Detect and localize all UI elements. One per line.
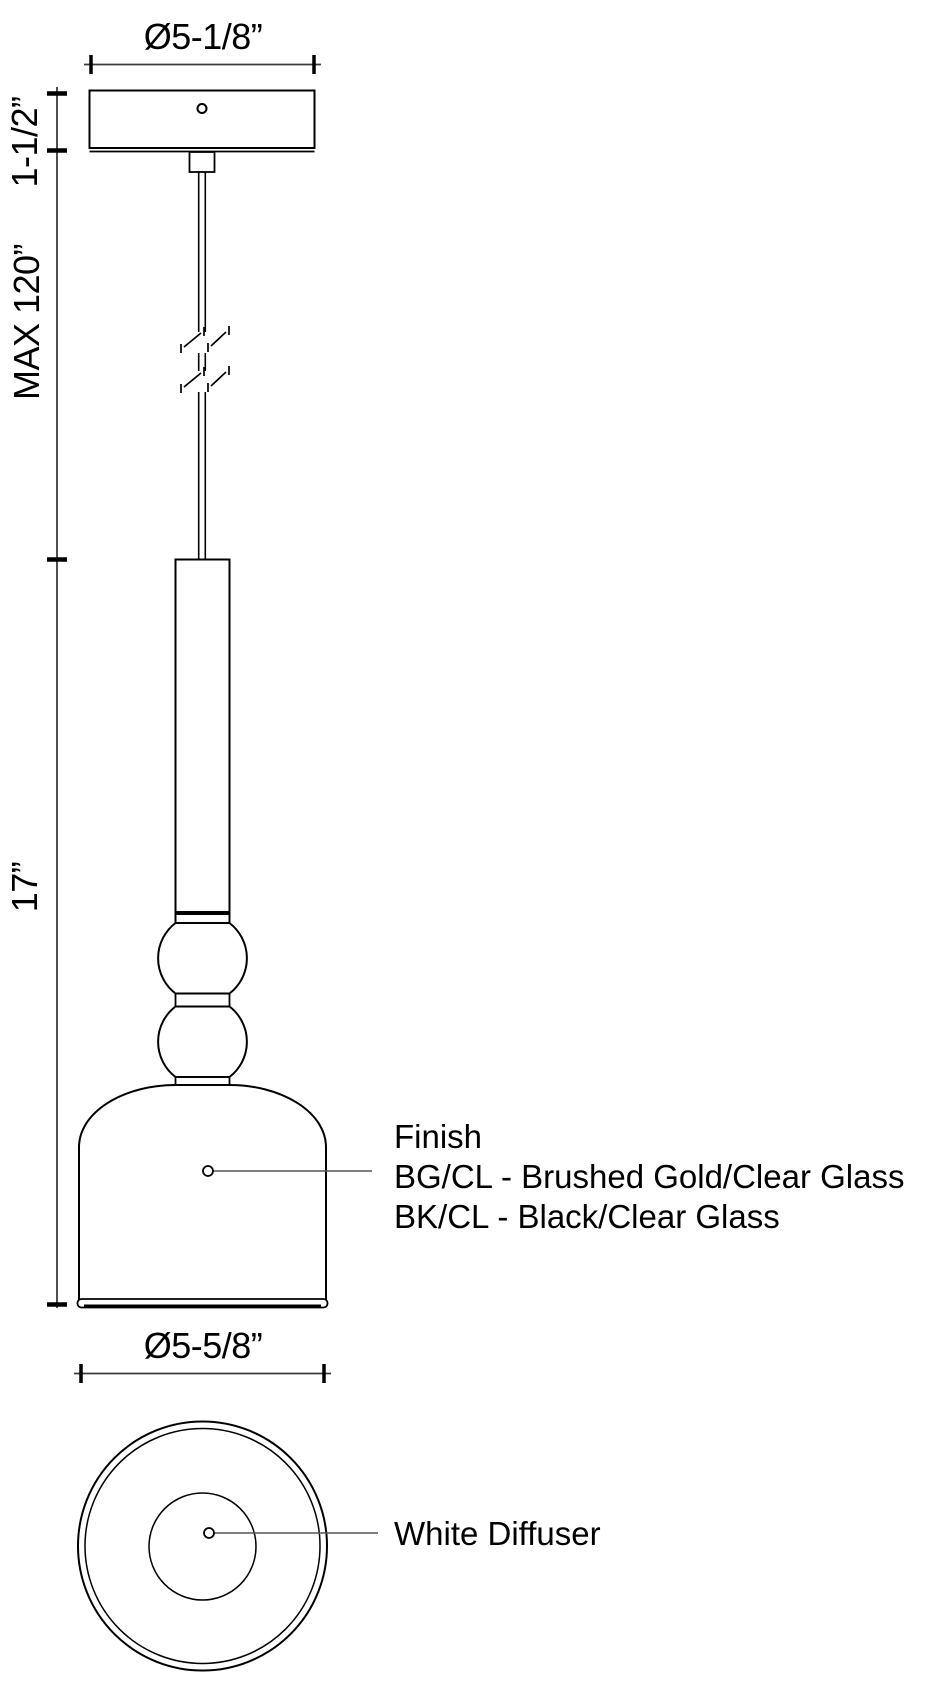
cable-break-mark-upper: [180, 326, 230, 353]
finish-label-title: Finish: [394, 1118, 482, 1155]
finish-option-black: BK/CL - Black/Clear Glass: [394, 1198, 780, 1235]
canopy-diameter-dimension-text: Ø5-1/8”: [144, 16, 263, 57]
ceiling-canopy: [88, 89, 316, 149]
lower-sphere: [157, 1005, 248, 1078]
cable-break-mark-lower: [180, 366, 230, 393]
sphere-neck-upper: [174, 992, 231, 1008]
shade-diameter-dimension-text: Ø5-5/8”: [144, 1325, 263, 1366]
sphere-neck-lower: [174, 1076, 231, 1086]
stem-rod: [174, 558, 231, 924]
bottom-view-outer-circle: [77, 1420, 328, 1672]
mounting-screw-hole: [196, 103, 208, 114]
bottom-view-inner-ring: [84, 1427, 321, 1665]
finish-leader-dot: [202, 1165, 214, 1177]
bottom-view-diffuser-circle: [148, 1492, 257, 1601]
upper-sphere: [157, 922, 248, 995]
shade-bottom-rim: [76, 1298, 329, 1309]
suspension-cable: [197, 172, 207, 560]
max-suspension-dimension-text: MAX 120”: [6, 244, 47, 400]
fixture-height-dimension-text: 17”: [4, 862, 45, 913]
canopy-height-dimension-text: 1-1/2”: [4, 96, 45, 187]
shade-dome: [78, 1084, 327, 1300]
finish-option-brushed-gold: BG/CL - Brushed Gold/Clear Glass: [394, 1158, 904, 1195]
diffuser-leader-dot: [203, 1527, 215, 1539]
cable-strain-relief: [188, 151, 216, 173]
white-diffuser-label: White Diffuser: [394, 1515, 601, 1552]
